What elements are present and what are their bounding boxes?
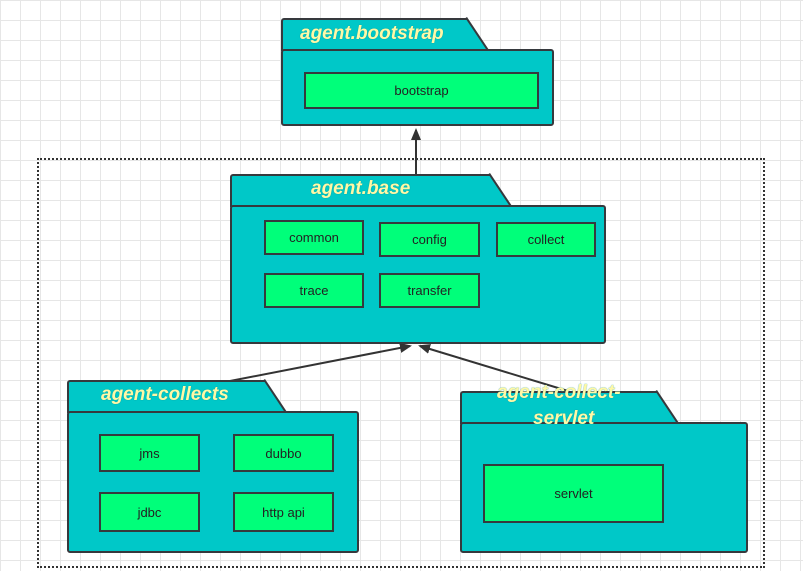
module-jms[interactable]: jms: [99, 434, 200, 472]
module-collect[interactable]: collect: [496, 222, 596, 257]
package-title: agent.bootstrap: [300, 23, 444, 44]
package-title: agent-collects: [101, 384, 229, 405]
package-tab: [281, 18, 489, 51]
group-boundary: [37, 158, 765, 568]
module-jdbc[interactable]: jdbc: [99, 492, 200, 532]
module-servlet[interactable]: servlet: [483, 464, 664, 523]
module-transfer[interactable]: transfer: [379, 273, 480, 308]
module-bootstrap[interactable]: bootstrap: [304, 72, 539, 109]
module-config[interactable]: config: [379, 222, 480, 257]
module-trace[interactable]: trace: [264, 273, 364, 308]
package-tab: [460, 391, 679, 424]
package-title-line1: agent-collect-: [497, 382, 621, 403]
package-title-line2: servlet: [533, 408, 595, 429]
module-dubbo[interactable]: dubbo: [233, 434, 334, 472]
package-title: agent.base: [311, 178, 411, 199]
module-http-api[interactable]: http api: [233, 492, 334, 532]
package-tab: [67, 380, 287, 413]
arrow-collects-to-base: [229, 343, 412, 382]
arrow-servlet-to-base: [418, 344, 569, 392]
module-common[interactable]: common: [264, 220, 364, 255]
package-tab: [230, 174, 512, 207]
